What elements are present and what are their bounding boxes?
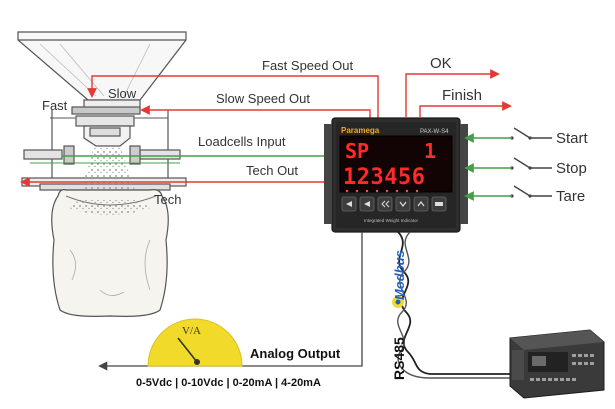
bag-powder-heap: [68, 200, 150, 215]
loadcell-left: [23, 149, 63, 160]
stop-label: Stop: [556, 160, 587, 177]
slow-speed-line: [140, 105, 371, 118]
ok-line: [405, 69, 500, 118]
ok-label: OK: [430, 55, 452, 72]
controller-tagline: Integrated Weight Indicator: [364, 218, 418, 223]
controller-brand: Paramega: [341, 126, 380, 135]
slow-gate: [71, 106, 141, 115]
status-leds: [345, 189, 419, 193]
fast-gate: [75, 115, 135, 127]
output-lines: [405, 69, 512, 118]
rs485-label: RS485: [391, 337, 407, 380]
analog-meter: V/A: [147, 318, 243, 367]
analog-output-ranges: 0-5Vdc | 0-10Vdc | 0-20mA | 4-20mA: [136, 377, 321, 389]
start-switch: [513, 127, 531, 139]
fast-label: Fast: [42, 98, 68, 113]
tech-label: Tech: [154, 192, 181, 207]
meter-needle: [177, 337, 198, 363]
stop-switch: [513, 157, 531, 169]
analog-output-title: Analog Output: [250, 346, 341, 361]
display-line2: 123456: [343, 165, 425, 190]
key-3[interactable]: [377, 196, 393, 212]
finish-label: Finish: [442, 87, 482, 104]
tare-label: Tare: [556, 188, 585, 205]
plc-device: [509, 329, 605, 399]
key-4[interactable]: [395, 196, 411, 212]
display-line1-left: SP: [345, 139, 369, 163]
controller-display: [339, 135, 453, 193]
falling-powder: [78, 146, 138, 200]
meter-symbol: V/A: [182, 325, 201, 337]
rs485-cable-pair: [397, 231, 520, 379]
slow-speed-out-label: Slow Speed Out: [216, 91, 310, 106]
finish-line: [419, 101, 512, 118]
fast-speed-out-label: Fast Speed Out: [262, 58, 353, 73]
slow-label: Slow: [108, 86, 137, 101]
controller-model: PAX-W-S4: [420, 129, 449, 135]
rs485-cable: [397, 231, 520, 375]
tech-out-label: Tech Out: [246, 163, 298, 178]
tare-switch: [513, 185, 531, 197]
filling-bag: [51, 189, 169, 317]
hopper-funnel: [17, 31, 187, 101]
loadcells-input-label: Loadcells Input: [198, 134, 286, 149]
display-line1-right: 1: [424, 139, 436, 163]
modbus-logo-text: Modbus: [392, 250, 407, 300]
modbus-logo: Modbus: [392, 250, 407, 308]
weight-controller: Paramega PAX-W-S4 SP 1 123456: [324, 117, 468, 233]
signal-lines: [20, 75, 379, 187]
start-label: Start: [556, 130, 589, 147]
key-5[interactable]: [413, 196, 429, 212]
loadcells-line: [61, 151, 338, 161]
input-lines: [464, 127, 552, 201]
fast-speed-line: [87, 75, 379, 118]
loadcell-right: [139, 149, 181, 160]
